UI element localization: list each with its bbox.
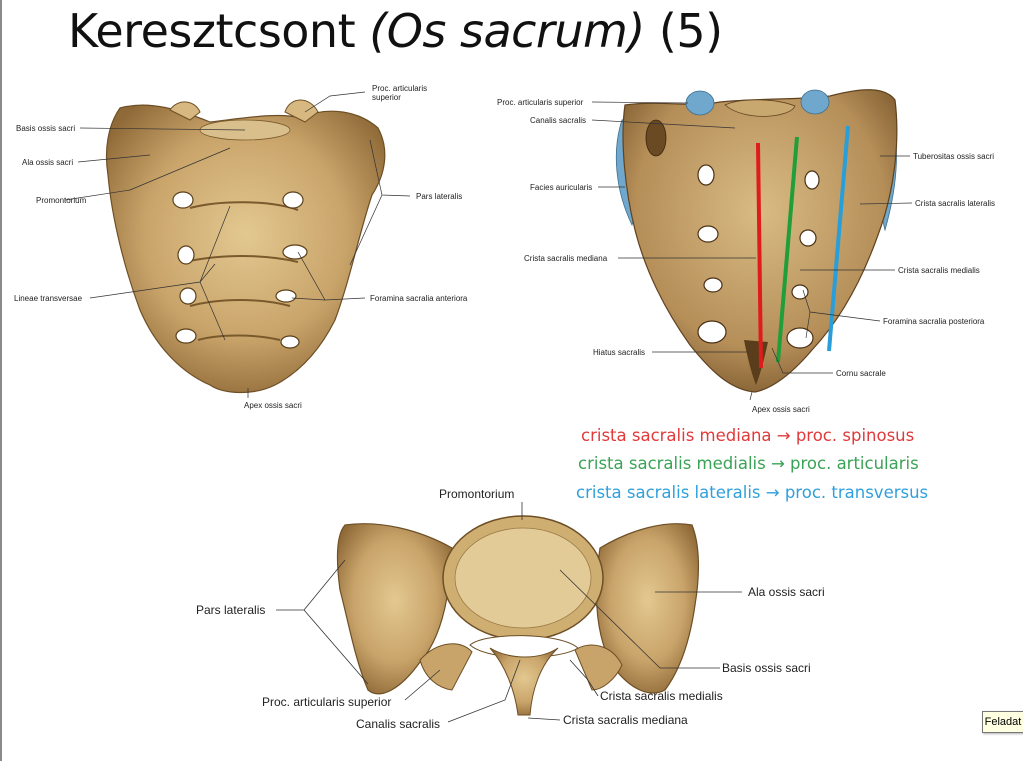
label-p-proc-art-sup: Proc. articularis superior [497, 98, 584, 107]
foramen-p-r1 [804, 170, 820, 190]
anterior-leader-lines [64, 91, 411, 398]
label-a-promontorium: Promontorium [36, 196, 87, 205]
superior-leader-lines [276, 502, 742, 723]
label-p-crista-lateralis: Crista sacralis lateralis [915, 199, 995, 208]
proc-spinosus-shape [489, 647, 559, 716]
label-a-proc-art-sup-2: superior [372, 93, 401, 102]
crista-medialis-line [776, 136, 799, 363]
foramen-p-l2 [697, 225, 719, 243]
proc-art-sup-facet-left [685, 90, 715, 116]
label-p-apex: Apex ossis sacri [752, 405, 810, 414]
linea-transversa-4 [197, 334, 281, 341]
foramen-a-r3 [275, 289, 297, 303]
posterior-hole-extra [645, 119, 667, 157]
slide-left-border [0, 0, 2, 761]
label-s-ala: Ala ossis sacri [748, 585, 825, 599]
label-a-ala: Ala ossis sacri [22, 158, 73, 167]
basis-surface-inner [454, 527, 592, 629]
foramen-a-r1 [282, 191, 304, 209]
posterior-leader-lines [591, 101, 913, 401]
foramen-p-r2 [799, 229, 817, 247]
sacrum-superior-view: Promontorium Pars lateralis Ala ossis sa… [196, 487, 825, 731]
foramen-p-r3 [791, 284, 809, 300]
relation-medialis: crista sacralis medialis → proc. articul… [578, 454, 919, 473]
label-s-pars-lateralis: Pars lateralis [196, 603, 265, 617]
label-p-tuberositas: Tuberositas ossis sacri [913, 152, 994, 161]
canalis-sacralis-shape [469, 635, 579, 658]
label-p-cornu: Cornu sacrale [836, 369, 886, 378]
sacrum-anterior-shape [105, 104, 386, 394]
label-a-foramina: Foramina sacralia anteriora [370, 294, 468, 303]
slide-title: Keresztcsont (Os sacrum) (5) [68, 4, 723, 58]
label-a-apex: Apex ossis sacri [244, 401, 302, 410]
foramen-a-l4 [175, 328, 197, 344]
label-s-canalis: Canalis sacralis [356, 717, 440, 731]
proc-articularis-left [169, 101, 201, 121]
label-a-lineae: Lineae transversae [14, 294, 83, 303]
foramen-p-r4 [786, 327, 814, 349]
label-p-crista-mediana: Crista sacralis mediana [524, 254, 608, 263]
label-s-crista-medialis: Crista sacralis medialis [600, 689, 723, 703]
label-s-promontorium: Promontorium [439, 487, 514, 501]
canalis-opening [724, 99, 796, 117]
foramen-p-l4 [697, 320, 727, 344]
foramina-anterior-group [172, 191, 308, 349]
label-p-hiatus: Hiatus sacralis [593, 348, 645, 357]
sacrum-anterior-view: Proc. articularis superior Basis ossis s… [14, 84, 468, 410]
ala-right [595, 523, 700, 694]
relation-lateralis: crista sacralis lateralis → proc. transv… [576, 483, 929, 502]
foramen-a-l2 [177, 245, 195, 265]
crista-lateralis-line [827, 125, 850, 352]
label-p-facies: Facies auricularis [530, 183, 592, 192]
foramen-a-l3 [179, 287, 197, 305]
label-s-basis: Basis ossis sacri [722, 661, 811, 675]
proc-articularis-right [284, 99, 319, 123]
foramen-a-l1 [172, 191, 194, 209]
foramen-a-r4 [280, 335, 300, 349]
foramen-p-l1 [697, 164, 715, 186]
linea-transversa-2 [184, 255, 299, 263]
label-a-pars-lateralis: Pars lateralis [416, 192, 462, 201]
foramen-p-l3 [703, 277, 723, 293]
label-p-foramina: Foramina sacralia posteriora [883, 317, 985, 326]
feladat-tooltip[interactable]: Feladat [982, 711, 1023, 733]
label-a-basis: Basis ossis sacri [16, 124, 75, 133]
ala-left [336, 523, 453, 695]
label-p-canalis: Canalis sacralis [530, 116, 586, 125]
title-number: (5) [658, 4, 723, 58]
label-s-crista-mediana: Crista sacralis mediana [563, 713, 688, 727]
title-plain: Keresztcsont [68, 4, 356, 58]
linea-transversa-3 [189, 299, 291, 307]
label-p-crista-medialis: Crista sacralis medialis [898, 266, 980, 275]
proc-art-sup-left [419, 643, 473, 691]
foramen-a-r2 [282, 244, 308, 260]
label-a-proc-art-sup-1: Proc. articularis [372, 84, 427, 93]
sacrum-posterior-view: Proc. articularis superior Canalis sacra… [497, 89, 995, 414]
title-latin: (Os sacrum) [369, 4, 645, 58]
proc-art-sup-facet-right [800, 89, 830, 115]
label-s-proc-art-sup: Proc. articularis superior [262, 695, 391, 709]
proc-art-sup-right [574, 644, 623, 691]
crista-mediana-line [756, 142, 763, 369]
relation-mediana: crista sacralis mediana → proc. spinosus [581, 426, 915, 445]
